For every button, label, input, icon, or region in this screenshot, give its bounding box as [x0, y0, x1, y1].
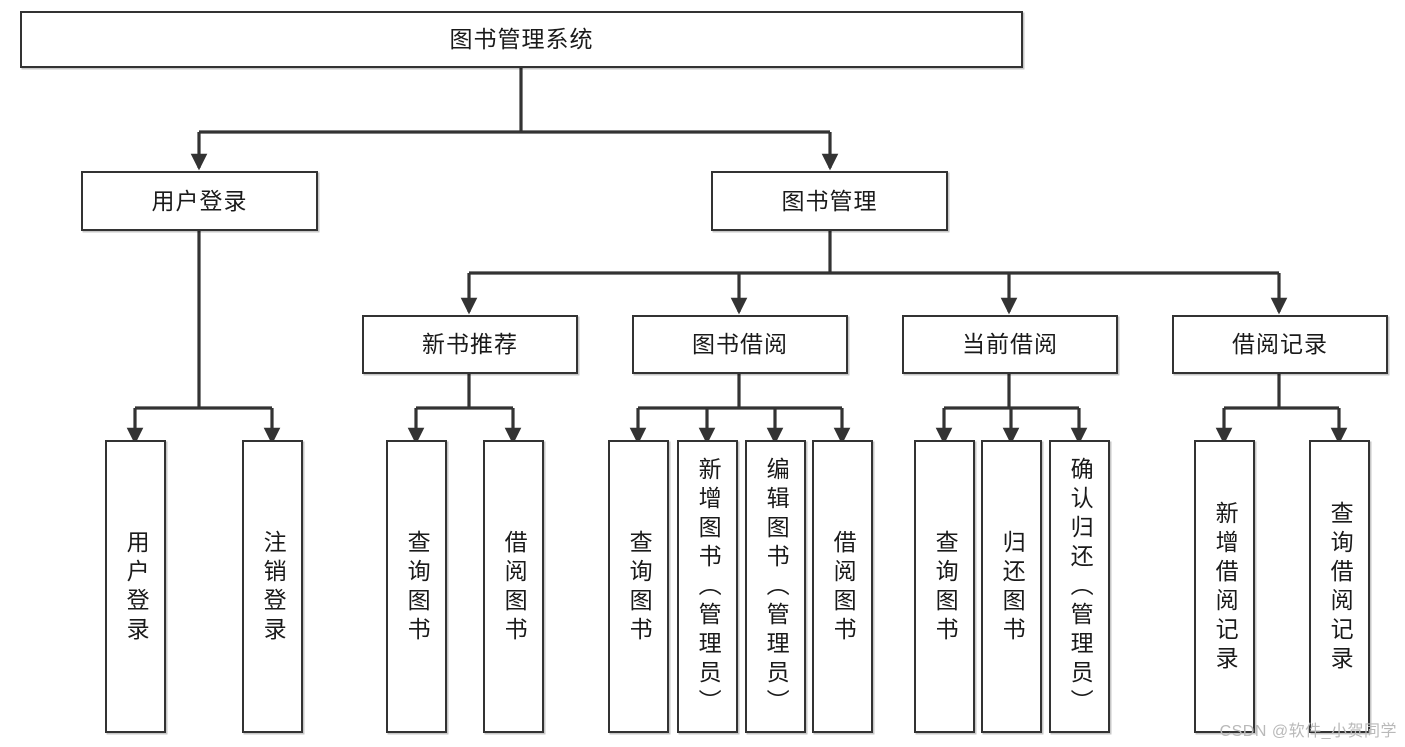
node-label: 查询图书: [626, 529, 653, 646]
leaf-current-borrow-return[interactable]: 归还图书: [981, 440, 1042, 733]
node-book-borrow[interactable]: 图书借阅: [632, 315, 848, 374]
node-label: 新增图书（管理员）: [695, 457, 722, 718]
node-new-book-recommend[interactable]: 新书推荐: [362, 315, 578, 374]
leaf-borrow-record-add[interactable]: 新增借阅记录: [1194, 440, 1255, 733]
leaf-book-borrow-query[interactable]: 查询图书: [608, 440, 669, 733]
leaf-user-login-logout[interactable]: 注销登录: [242, 440, 303, 733]
leaf-user-login-login[interactable]: 用户登录: [105, 440, 166, 733]
node-label: 查询借阅记录: [1327, 500, 1354, 675]
node-user-login[interactable]: 用户登录: [81, 171, 318, 231]
node-label: 新书推荐: [422, 331, 518, 358]
leaf-book-borrow-edit[interactable]: 编辑图书（管理员）: [745, 440, 806, 733]
node-borrow-record[interactable]: 借阅记录: [1172, 315, 1388, 374]
node-label: 用户登录: [123, 529, 150, 646]
leaf-current-borrow-query[interactable]: 查询图书: [914, 440, 975, 733]
node-label: 归还图书: [999, 529, 1026, 646]
leaf-new-book-query[interactable]: 查询图书: [386, 440, 447, 733]
node-label: 借阅图书: [501, 529, 528, 646]
node-label: 查询图书: [404, 529, 431, 646]
node-label: 借阅记录: [1232, 331, 1328, 358]
node-label: 图书借阅: [692, 331, 788, 358]
node-label: 借阅图书: [830, 529, 857, 646]
node-label: 图书管理系统: [449, 26, 594, 53]
csdn-watermark: CSDN @软件_小贺同学: [1219, 723, 1397, 740]
node-root-system[interactable]: 图书管理系统: [20, 11, 1023, 68]
node-label: 确认归还（管理员）: [1067, 457, 1094, 718]
leaf-book-borrow-add[interactable]: 新增图书（管理员）: [677, 440, 738, 733]
node-label: 用户登录: [151, 187, 248, 214]
node-label: 当前借阅: [962, 331, 1058, 358]
node-label: 注销登录: [260, 529, 287, 646]
node-label: 编辑图书（管理员）: [763, 457, 790, 718]
node-label: 新增借阅记录: [1212, 500, 1239, 675]
leaf-borrow-record-query[interactable]: 查询借阅记录: [1309, 440, 1370, 733]
node-label: 查询图书: [932, 529, 959, 646]
leaf-new-book-borrow[interactable]: 借阅图书: [483, 440, 544, 733]
node-label: 图书管理: [781, 187, 878, 214]
node-book-management[interactable]: 图书管理: [711, 171, 948, 231]
leaf-current-borrow-confirm-return[interactable]: 确认归还（管理员）: [1049, 440, 1110, 733]
leaf-book-borrow-borrow[interactable]: 借阅图书: [812, 440, 873, 733]
node-current-borrow[interactable]: 当前借阅: [902, 315, 1118, 374]
